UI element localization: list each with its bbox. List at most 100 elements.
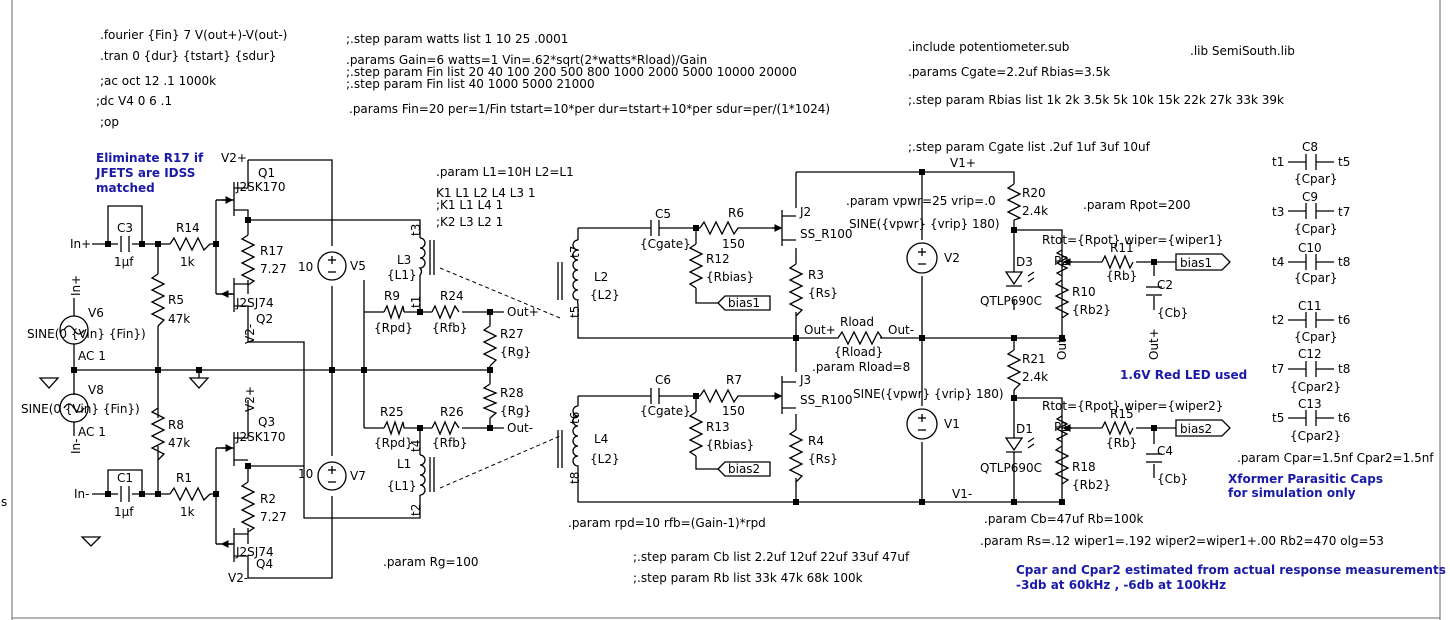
directive-param-rpot[interactable]: .param Rpot=200 (1083, 198, 1191, 212)
resistor-rload[interactable] (837, 330, 883, 346)
directive-param-rg[interactable]: .param Rg=100 (383, 555, 479, 569)
resistor-r15[interactable] (1101, 420, 1134, 436)
led-d3[interactable] (1004, 264, 1035, 287)
capacitor-c1[interactable] (107, 469, 143, 502)
net-t3-l3: t3 (409, 224, 423, 236)
directive-k1b[interactable]: ;K1 L1 L4 1 (436, 198, 503, 212)
l2-name: L2 (594, 270, 608, 284)
directive-params-fin[interactable]: .params Fin=20 per=1/Fin tstart=10*per d… (349, 102, 830, 116)
resistor-r17[interactable] (240, 234, 256, 286)
potentiometer-p1[interactable] (1055, 415, 1072, 443)
voltage-source-v7[interactable] (317, 461, 347, 491)
resistor-r3[interactable] (788, 263, 804, 317)
directive-dc[interactable]: ;dc V4 0 6 .1 (96, 94, 172, 108)
directive-step-fin2[interactable]: ;.step param Fin list 40 1000 5000 21000 (346, 77, 595, 91)
capacitor-c5[interactable] (640, 220, 670, 236)
resistor-r18[interactable] (1054, 445, 1070, 485)
directive-op[interactable]: ;op (100, 115, 119, 129)
resistor-r12[interactable] (688, 243, 704, 289)
directive-params-gain[interactable]: .params Gain=6 watts=1 Vin=.62*sqrt(2*wa… (346, 53, 707, 67)
jfet-j2[interactable] (772, 210, 796, 246)
resistor-r6[interactable] (699, 220, 744, 236)
resistor-r10[interactable] (1054, 279, 1070, 319)
resistor-r7[interactable] (699, 388, 744, 404)
resistor-r4[interactable] (788, 429, 804, 483)
resistor-r13[interactable] (688, 411, 704, 457)
directive-params-cgate[interactable]: .params Cgate=2.2uf Rbias=3.5k (908, 65, 1110, 79)
parasitic-c13[interactable] (1288, 410, 1334, 426)
directive-step-cgate[interactable]: ;.step param Cgate list .2uf 1uf 3uf 10u… (908, 140, 1151, 154)
resistor-r11[interactable] (1101, 254, 1134, 270)
directive-param-rpd[interactable]: .param rpd=10 rfb=(Gain-1)*rpd (568, 516, 766, 530)
capacitor-c2[interactable] (1146, 286, 1162, 296)
parasitic-c11[interactable] (1288, 312, 1334, 328)
jfet-q1[interactable] (216, 160, 249, 220)
resistor-r14[interactable] (169, 236, 211, 252)
voltage-source-v5[interactable] (317, 251, 347, 281)
bias2-label-left: bias2 (728, 462, 760, 476)
resistor-r24[interactable] (431, 304, 460, 320)
directive-step-watts[interactable]: ;.step param watts list 1 10 25 .0001 (346, 32, 568, 46)
capacitor-c4[interactable] (1146, 453, 1162, 463)
capacitor-c6[interactable] (640, 388, 670, 404)
directive-k2[interactable]: ;K2 L3 L2 1 (436, 215, 503, 229)
c1-value: 1µf (114, 505, 134, 519)
led-d1[interactable] (1004, 430, 1035, 468)
resistor-r8[interactable] (150, 407, 166, 461)
directive-step-rbias[interactable]: ;.step param Rbias list 1k 2k 3.5k 5k 10… (908, 93, 1284, 107)
capacitor-c3[interactable] (120, 236, 130, 252)
resistor-r5[interactable] (150, 273, 166, 327)
inductor-l4[interactable] (557, 405, 579, 469)
ground-symbol (38, 377, 60, 389)
v2-name: V2 (944, 251, 960, 265)
r27-value: {Rg} (500, 345, 531, 359)
bias1-label-right: bias1 (1180, 256, 1212, 270)
comments: Eliminate R17 if JFETS are IDSS matched … (95, 151, 1446, 592)
directive-param-rs[interactable]: .param Rs=.12 wiper1=.192 wiper2=wiper1+… (980, 534, 1384, 548)
directive-param-cpar[interactable]: .param Cpar=1.5nf Cpar2=1.5nf (1237, 451, 1434, 465)
resistor-r1[interactable] (169, 486, 211, 502)
directive-param-vpwr[interactable]: .param vpwr=25 vrip=.0 (846, 194, 996, 208)
resistor-r25[interactable] (383, 419, 405, 437)
directive-lib[interactable]: .lib SemiSouth.lib (1190, 44, 1295, 58)
inductor-l1[interactable] (419, 454, 435, 496)
parasitic-c12[interactable] (1288, 361, 1334, 377)
inductor-l2[interactable] (557, 239, 579, 305)
parasitic-c9[interactable] (1288, 203, 1334, 219)
directive-param-rload[interactable]: .param Rload=8 (812, 360, 910, 374)
jfet-q4[interactable] (216, 528, 249, 578)
directive-include[interactable]: .include potentiometer.sub (908, 40, 1069, 54)
parasitic-c10[interactable] (1288, 254, 1334, 270)
jfet-q2[interactable] (216, 278, 249, 342)
jfet-q3[interactable] (216, 400, 249, 466)
r25-value: {Rpd} (374, 436, 413, 450)
directive-step-fin1[interactable]: ;.step param Fin list 20 40 100 200 500 … (346, 65, 797, 79)
voltage-source-v6[interactable] (59, 298, 89, 345)
potentiometer-p2[interactable] (1055, 249, 1072, 277)
resistor-r20[interactable] (1006, 183, 1022, 221)
directive-param-l[interactable]: .param L1=10H L2=L1 (436, 165, 574, 179)
net-out-minus-left: Out- (507, 421, 533, 435)
c5-value: {Cgate} (640, 237, 691, 251)
directive-tran[interactable]: .tran 0 {dur} {tstart} {sdur} (100, 49, 276, 63)
spice-directives[interactable]: .fourier {Fin} 7 V(out+)-V(out-) .tran 0… (96, 28, 1434, 585)
voltage-source-v1[interactable] (906, 408, 938, 440)
jfet-j3[interactable] (772, 376, 796, 414)
resistor-r9[interactable] (383, 303, 405, 321)
voltage-source-v2[interactable] (906, 242, 938, 274)
resistor-r2[interactable] (240, 481, 256, 533)
directive-step-rb[interactable]: ;.step param Rb list 33k 47k 68k 100k (633, 571, 863, 585)
note-eliminate-3: matched (96, 181, 155, 195)
directive-ac[interactable]: ;ac oct 12 .1 1000k (100, 74, 216, 88)
directive-step-cb[interactable]: ;.step param Cb list 2.2uf 12uf 22uf 33u… (633, 550, 910, 564)
parasitic-c8[interactable] (1288, 154, 1334, 170)
resistor-r21[interactable] (1006, 349, 1022, 391)
resistor-r26[interactable] (431, 420, 460, 436)
directive-fourier[interactable]: .fourier {Fin} 7 V(out+)-V(out-) (100, 28, 287, 42)
inductor-l3[interactable] (418, 237, 435, 276)
resistor-r28[interactable] (482, 383, 498, 419)
directive-k1[interactable]: K1 L1 L2 L4 L3 1 (436, 186, 536, 200)
resistor-r27[interactable] (482, 325, 498, 367)
directive-param-cb[interactable]: .param Cb=47uf Rb=100k (984, 512, 1143, 526)
voltage-source-v8[interactable] (59, 393, 89, 436)
